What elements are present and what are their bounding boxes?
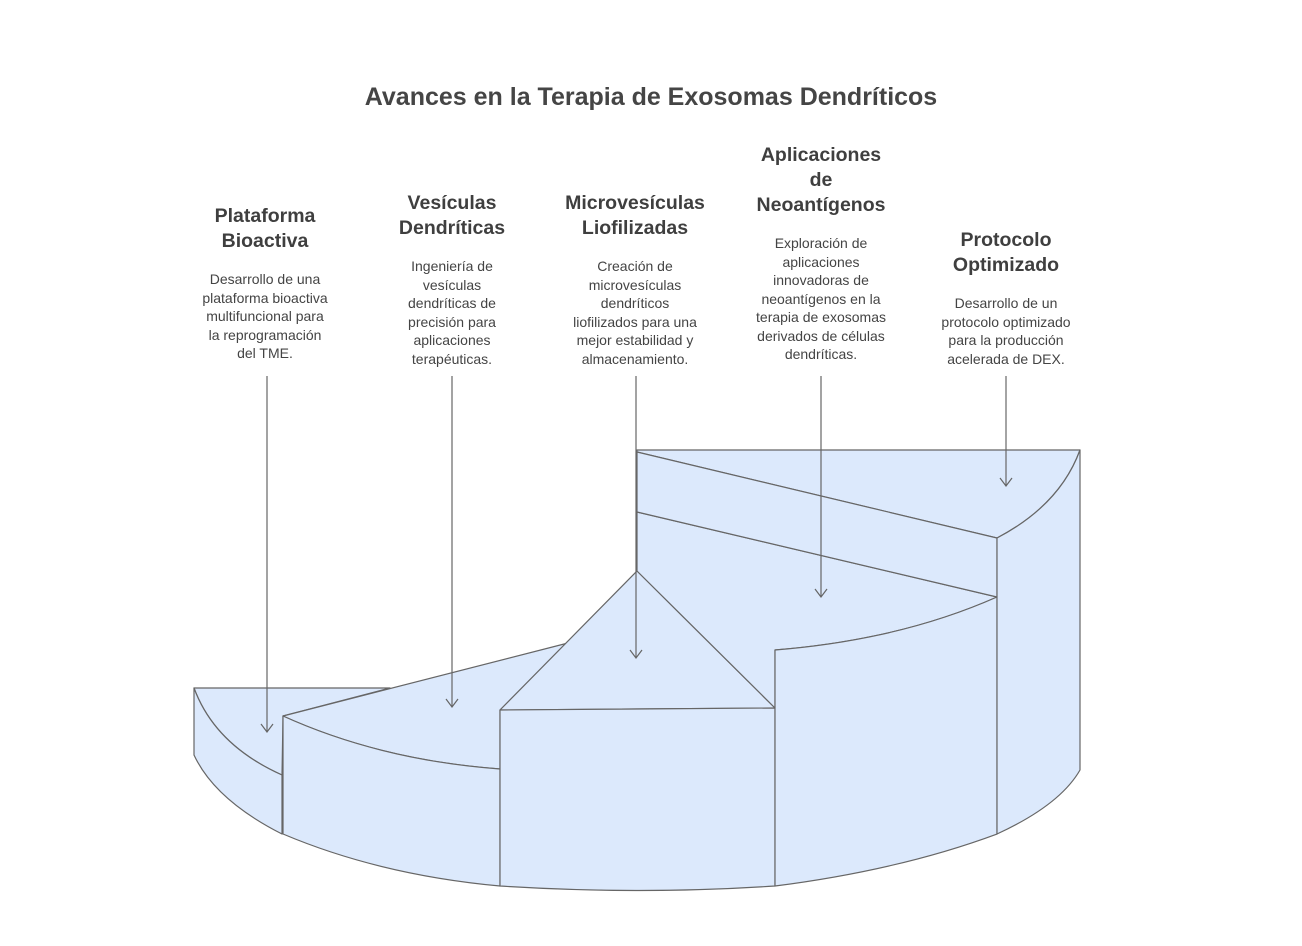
step-5-front	[996, 449, 1081, 835]
step-description: Desarrollo de una plataforma bioactiva m…	[202, 271, 328, 361]
step-title: Aplicaciones de Neoantígenos	[756, 144, 886, 216]
step-description: Exploración de aplicaciones innovadoras …	[756, 235, 886, 362]
step-title: Vesículas Dendríticas	[398, 192, 506, 239]
diagram-title: Avances en la Terapia de Exosomas Dendrí…	[364, 83, 938, 111]
step-label-protocolo-optimizado: Protocolo Optimizado Desarrollo de un pr…	[928, 228, 1084, 368]
step-3-front	[499, 707, 776, 892]
step-title: Protocolo Optimizado	[952, 229, 1060, 276]
step-description: Ingeniería de vesículas dendríticas de p…	[408, 258, 496, 367]
step-label-plataforma-bioactiva: Plataforma Bioactiva Desarrollo de una p…	[190, 204, 340, 363]
step-label-aplicaciones-neoantigenos: Aplicaciones de Neoantígenos Exploración…	[740, 143, 902, 364]
step-description: Desarrollo de un protocolo optimizado pa…	[941, 295, 1071, 367]
step-title: Microvesículas Liofilizadas	[565, 192, 705, 239]
step-label-microvesiculas-liofilizadas: Microvesículas Liofilizadas Creación de …	[552, 191, 718, 368]
step-title: Plataforma Bioactiva	[214, 205, 316, 252]
step-label-vesiculas-dendriticas: Vesículas Dendríticas Ingeniería de vesí…	[377, 191, 527, 368]
step-description: Creación de microvesículas dendríticos l…	[573, 258, 697, 367]
step-1-front	[193, 687, 283, 835]
